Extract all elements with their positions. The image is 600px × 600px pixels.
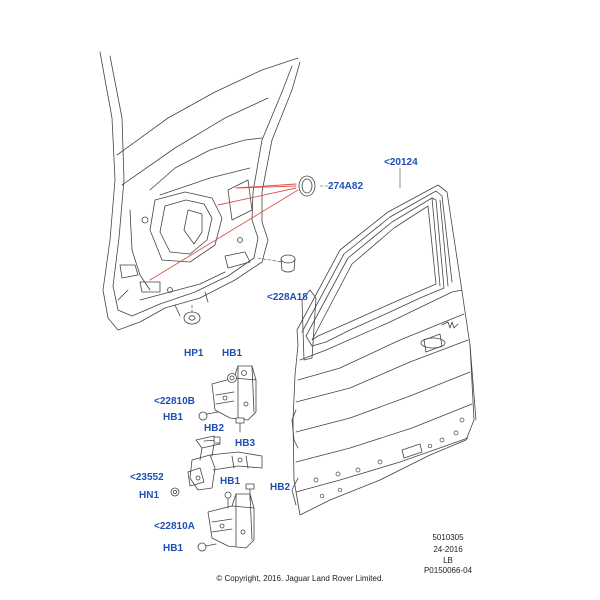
- bolt-hb2-low: [245, 483, 255, 501]
- nut-hn1: [170, 487, 180, 497]
- upper-hinge: [211, 365, 257, 421]
- plug-274a82: [298, 175, 316, 197]
- bolt-hb1-low: [224, 491, 232, 509]
- callout-hp1[interactable]: HP1: [184, 348, 204, 359]
- callout-228a18[interactable]: <228A18: [267, 292, 308, 303]
- callout-22810a[interactable]: <22810A: [154, 521, 195, 532]
- callout-hb2-mid[interactable]: HB2: [204, 423, 225, 434]
- body-door-aperture: [99, 51, 301, 331]
- bolt-hb1-mid: [198, 411, 219, 421]
- bolt-hb2-mid: [235, 417, 245, 433]
- callout-hb1-mid[interactable]: HB1: [163, 412, 184, 423]
- door-holes: [313, 417, 465, 499]
- callout-22810b[interactable]: <22810B: [154, 396, 195, 407]
- diagram-code: 5010305: [432, 533, 464, 542]
- callout-274a82[interactable]: 274A82: [328, 181, 364, 192]
- bolt-hb3: [203, 436, 221, 444]
- callout-hb3[interactable]: HB3: [235, 438, 256, 449]
- callout-hb1-low[interactable]: HB1: [220, 476, 241, 487]
- bolt-hb1-top: [227, 373, 237, 383]
- callout-hb1-top[interactable]: HB1: [222, 348, 243, 359]
- check-strap: [187, 435, 263, 491]
- callout-20124[interactable]: <20124: [384, 157, 418, 168]
- diagram-market: LB: [443, 556, 453, 565]
- grommet-hp1: [183, 311, 201, 325]
- door-shell: [291, 184, 477, 516]
- plug-228a18: [280, 254, 296, 273]
- diagram-ref: P0150066-04: [423, 566, 473, 575]
- lower-hinge: [207, 493, 255, 549]
- callout-hb1-bottom[interactable]: HB1: [163, 543, 184, 554]
- diagram-date: 24-2016: [433, 545, 463, 554]
- red-leader-lines: [149, 183, 299, 281]
- callout-hn1[interactable]: HN1: [139, 490, 160, 501]
- callout-hb2-low[interactable]: HB2: [270, 482, 291, 493]
- copyright-notice: © Copyright, 2016. Jaguar Land Rover Lim…: [216, 574, 384, 583]
- callout-23552[interactable]: <23552: [130, 472, 164, 483]
- bolt-hb1-bottom: [197, 542, 217, 552]
